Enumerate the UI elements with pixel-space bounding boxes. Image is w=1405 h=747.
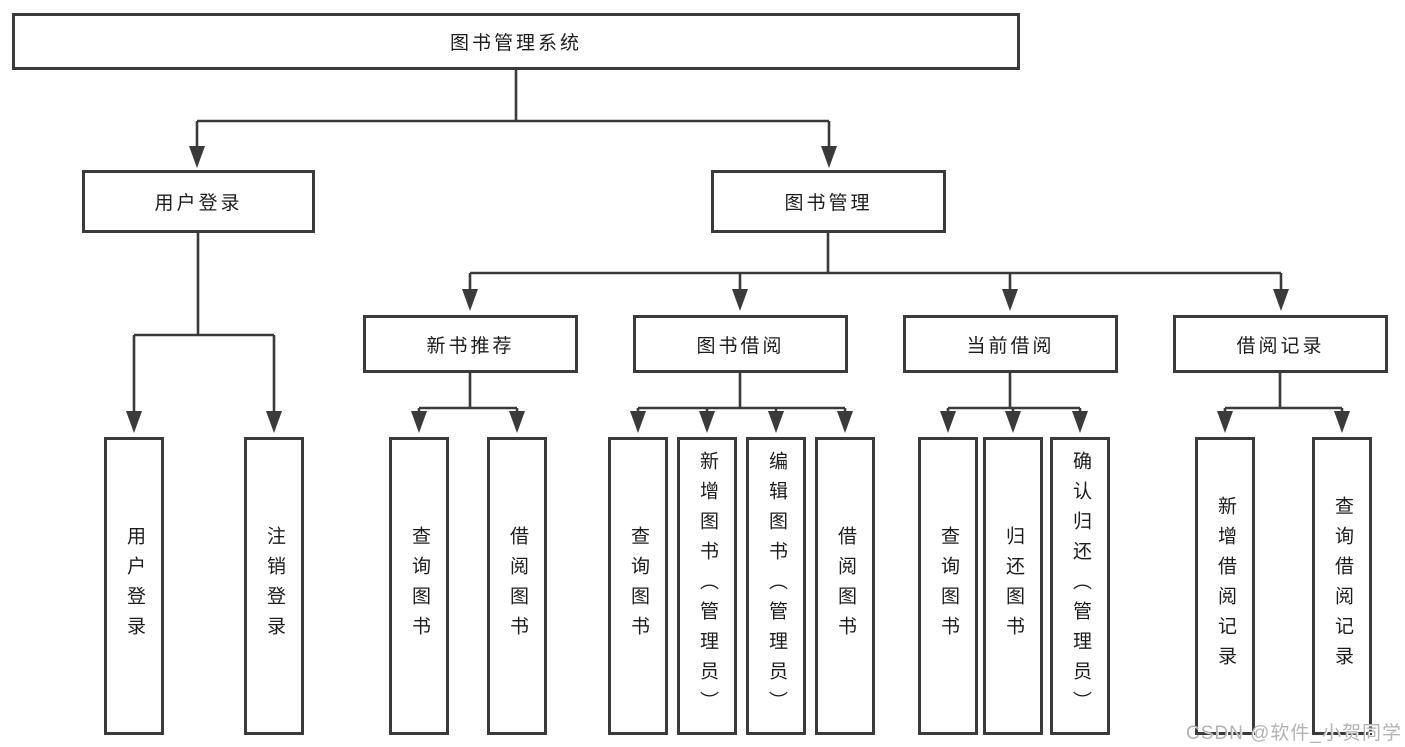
leaf-confirm-return-admin: 确认归还（管理员） — [1050, 437, 1110, 735]
node-system-root: 图书管理系统 — [12, 13, 1020, 70]
leaf-edit-books-admin: 编辑图书（管理员） — [746, 437, 806, 735]
node-label: 新书推荐 — [426, 335, 515, 357]
node-user-login: 用户登录 — [82, 170, 315, 233]
node-label: 用户登录 — [154, 193, 243, 214]
leaf-user-login: 用户登录 — [104, 437, 164, 735]
leaf-logout: 注销登录 — [244, 437, 304, 735]
leaf-query-books-current: 查询图书 — [918, 437, 978, 735]
node-borrow-records: 借阅记录 — [1173, 315, 1388, 373]
leaf-query-borrow-record: 查询借阅记录 — [1312, 437, 1372, 735]
leaf-borrow-books: 借阅图书 — [815, 437, 875, 735]
leaf-add-borrow-record: 新增借阅记录 — [1195, 437, 1255, 735]
node-book-borrow: 图书借阅 — [633, 315, 848, 373]
node-new-book-recommend: 新书推荐 — [363, 315, 578, 373]
leaf-query-books-borrow: 查询图书 — [608, 437, 668, 735]
leaf-query-books-recommend: 查询图书 — [389, 437, 449, 735]
csdn-watermark: CSDN @软件_小贺同学 — [1186, 723, 1402, 744]
node-book-management: 图书管理 — [711, 170, 946, 233]
leaf-return-books: 归还图书 — [983, 437, 1043, 735]
node-label: 图书管理系统 — [449, 33, 582, 54]
node-label: 图书管理 — [784, 193, 873, 214]
node-label: 借阅记录 — [1236, 335, 1325, 357]
leaf-add-books-admin: 新增图书（管理员） — [677, 437, 737, 735]
leaf-borrow-books-recommend: 借阅图书 — [487, 437, 547, 735]
node-label: 当前借阅 — [966, 335, 1055, 357]
node-current-borrow: 当前借阅 — [903, 315, 1118, 373]
node-label: 图书借阅 — [696, 335, 785, 357]
